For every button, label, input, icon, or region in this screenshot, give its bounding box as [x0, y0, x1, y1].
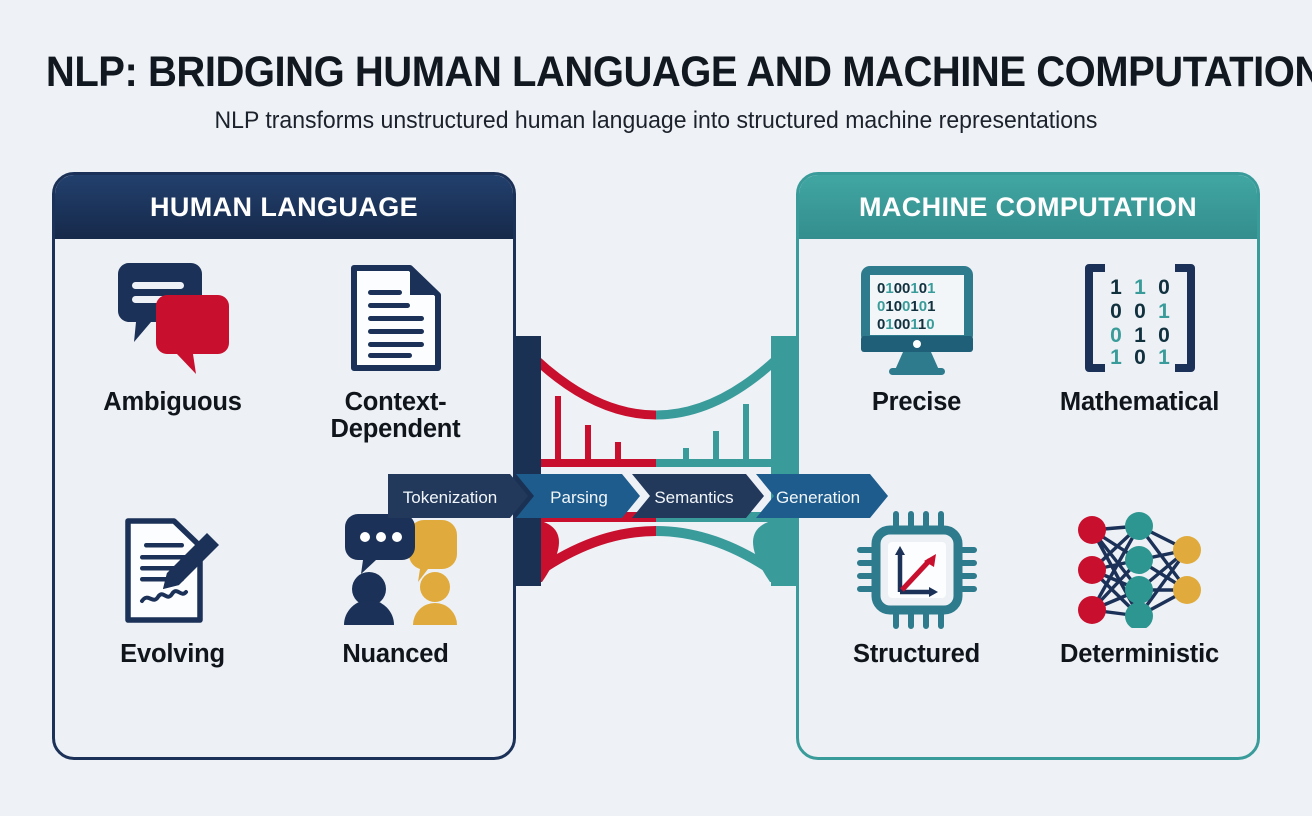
svg-text:1: 1: [1158, 346, 1170, 369]
svg-text:0: 0: [1134, 346, 1146, 369]
panel-machine-computation: Machine Computation 0100101 0100101 0100…: [796, 172, 1260, 760]
panel-machine-computation-header: Machine Computation: [799, 175, 1257, 239]
svg-text:0: 0: [1110, 300, 1122, 323]
svg-text:1: 1: [1158, 300, 1170, 323]
feature-label: Mathematical: [1059, 388, 1220, 416]
svg-text:Tokenization: Tokenization: [403, 488, 498, 507]
document-pen-icon: [114, 511, 232, 629]
svg-text:1: 1: [1134, 276, 1146, 299]
feature-label: Deterministic: [1060, 640, 1219, 668]
svg-text:0100101: 0100101: [877, 298, 935, 315]
monitor-binary-icon: 0100101 0100101 0100110: [853, 259, 981, 377]
pipeline-step-semantics[interactable]: Semantics: [632, 474, 764, 518]
page-title: NLP: Bridging Human Language and Machine…: [45, 48, 1312, 96]
pipeline-step-generation[interactable]: Generation: [756, 474, 888, 518]
svg-text:0: 0: [1158, 276, 1170, 299]
svg-text:Generation: Generation: [776, 488, 860, 507]
feature-label: Ambiguous: [103, 388, 242, 416]
svg-text:Parsing: Parsing: [550, 488, 608, 507]
feature-label: Context-Dependent: [330, 388, 461, 444]
pipeline-step-tokenization[interactable]: Tokenization: [388, 474, 528, 518]
svg-text:1: 1: [1110, 346, 1122, 369]
speech-bubbles-icon: [110, 259, 236, 377]
svg-text:0100110: 0100110: [877, 316, 935, 333]
svg-text:0: 0: [1158, 324, 1170, 347]
nlp-pipeline: Tokenization Parsing Semantics Generatio…: [388, 474, 924, 518]
suspension-bridge-illustration: [496, 330, 816, 592]
feature-precise[interactable]: 0100101 0100101 0100110 Precise: [805, 243, 1028, 495]
panel-human-language: Human Language Ambiguous: [52, 172, 516, 760]
svg-text:0: 0: [1134, 300, 1146, 323]
feature-evolving[interactable]: Evolving: [61, 495, 284, 747]
document-icon: [346, 259, 446, 377]
svg-text:0: 0: [1110, 324, 1122, 347]
feature-ambiguous[interactable]: Ambiguous: [61, 243, 284, 495]
panel-human-language-header: Human Language: [55, 175, 513, 239]
pipeline-step-parsing[interactable]: Parsing: [516, 474, 640, 518]
svg-text:1: 1: [1110, 276, 1122, 299]
feature-nuanced[interactable]: Nuanced: [284, 495, 507, 747]
feature-label: Evolving: [120, 640, 225, 668]
feature-label: Precise: [871, 388, 962, 416]
svg-text:0100101: 0100101: [877, 280, 935, 297]
feature-structured[interactable]: Structured: [805, 495, 1028, 747]
feature-label: Structured: [853, 640, 980, 668]
feature-deterministic[interactable]: Deterministic: [1028, 495, 1251, 747]
feature-context-dependent[interactable]: Context-Dependent: [284, 243, 507, 495]
feature-label: Nuanced: [342, 640, 449, 668]
header: NLP: Bridging Human Language and Machine…: [0, 0, 1312, 135]
panel-human-language-body: Ambiguous Context-Depend: [55, 239, 513, 757]
svg-text:Semantics: Semantics: [654, 488, 733, 507]
page-subtitle: NLP transforms unstructured human langua…: [214, 107, 1098, 134]
people-speech-icon: [331, 511, 461, 629]
svg-text:1: 1: [1134, 324, 1146, 347]
chip-graph-icon: [854, 511, 980, 629]
neural-network-icon: [1073, 511, 1207, 629]
